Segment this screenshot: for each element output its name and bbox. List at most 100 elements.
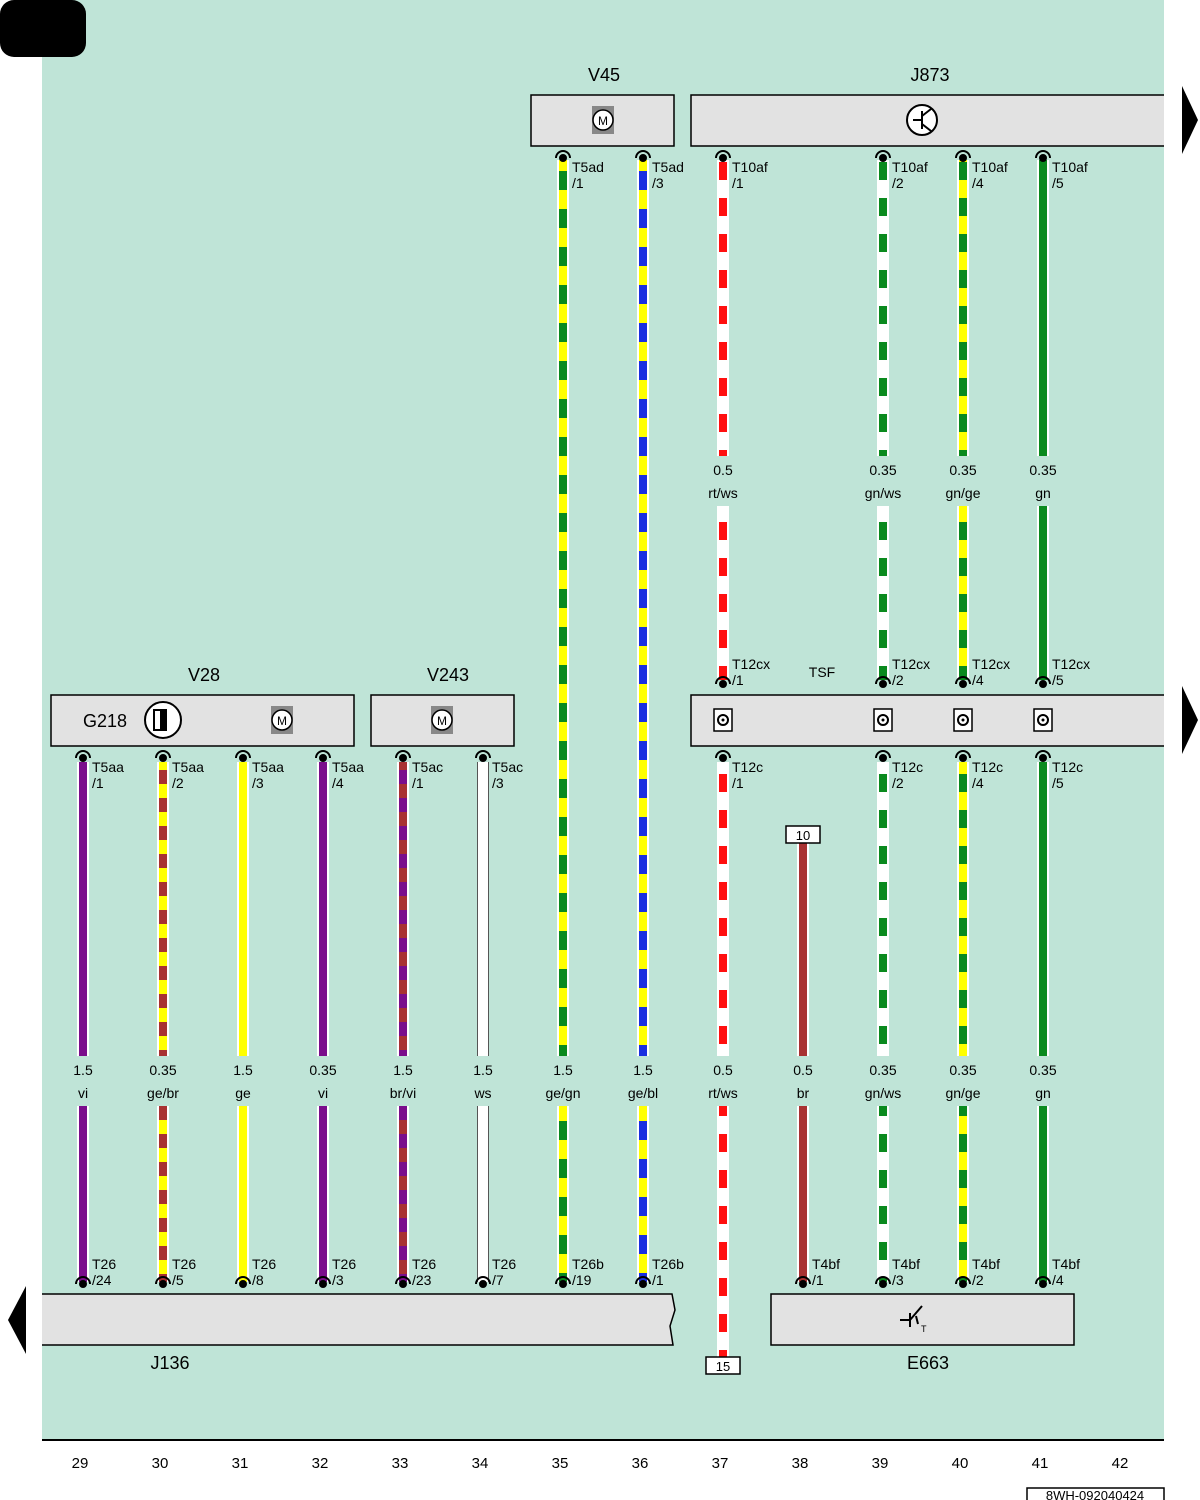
continuation-arrow-right-mid[interactable] <box>1182 686 1198 754</box>
e663-box[interactable] <box>770 1293 1075 1346</box>
column-number: 30 <box>152 1455 169 1472</box>
col35-bottom-pin: /19 <box>572 1272 592 1288</box>
col41-color2: gn <box>1035 1085 1051 1101</box>
continuation-arrow-left[interactable] <box>8 1286 26 1354</box>
v28-box[interactable] <box>50 694 355 747</box>
pin-mark-col39-midtop-dot <box>879 680 887 688</box>
column-number: 40 <box>952 1455 969 1472</box>
pin-mark-col38-bottom <box>795 1276 811 1285</box>
col36-color: ge/bl <box>628 1085 658 1101</box>
col32-bottom-connector: T26 <box>332 1256 356 1272</box>
pin-mark-col30-top-dot <box>159 754 167 762</box>
pin-mark-col41-bottom <box>1035 1276 1051 1285</box>
pin-mark-col41-midbottom <box>1035 750 1051 759</box>
wire-col33-upper-core <box>399 762 407 1056</box>
j873-label: J873 <box>910 65 949 85</box>
column-number: 29 <box>72 1455 89 1472</box>
col37-top-pin: /1 <box>732 175 744 191</box>
pin-mark-col30-bottom-dot <box>159 1280 167 1288</box>
motor-icon: M <box>592 106 614 134</box>
pin-mark-col41-top <box>1035 150 1051 159</box>
col34-bottom-connector: T26 <box>492 1256 516 1272</box>
col39-midbottom-connector: T12c <box>892 759 923 775</box>
col39-bottom-pin: /3 <box>892 1272 904 1288</box>
col35-top-pin: /1 <box>572 175 584 191</box>
col34-bottom-pin: /7 <box>492 1272 504 1288</box>
col37-midtop-connector: T12cx <box>732 656 770 672</box>
col40-midtop-pin: /4 <box>972 672 984 688</box>
column-number: 38 <box>792 1455 809 1472</box>
terminal-10-box[interactable] <box>785 825 821 844</box>
continuation-arrow-right-top[interactable] <box>1182 86 1198 154</box>
col37-midbottom-pin: /1 <box>732 775 744 791</box>
col38-bottom-connector: T4bf <box>812 1256 840 1272</box>
wire-col41-seg4-core <box>1039 1106 1047 1282</box>
pin-mark-col30-bottom <box>155 1276 171 1285</box>
col31-color: ge <box>235 1085 251 1101</box>
col30-size: 0.35 <box>149 1062 176 1078</box>
svg-text:M: M <box>437 714 447 728</box>
col32-top-pin: /4 <box>332 775 344 791</box>
col39-midtop-pin: /2 <box>892 672 904 688</box>
tsf-connector-box[interactable] <box>690 694 1164 747</box>
col37-size1: 0.5 <box>713 462 733 478</box>
col33-top-connector: T5ac <box>412 759 443 775</box>
pin-mark-col37-midtop-dot <box>719 680 727 688</box>
wire-col39-seg1-core <box>879 160 887 456</box>
wire-col40-seg2-core <box>959 506 967 680</box>
pin-mark-col41-midbottom-dot <box>1039 754 1047 762</box>
col31-top-pin: /3 <box>252 775 264 791</box>
col29-bottom-pin: /24 <box>92 1272 112 1288</box>
pin-mark-col39-top-dot <box>879 154 887 162</box>
pin-mark-col39-midtop <box>875 676 891 685</box>
pin-mark-col31-bottom <box>235 1276 251 1285</box>
col34-top-connector: T5ac <box>492 759 523 775</box>
col31-top-connector: T5aa <box>252 759 284 775</box>
col34-color: ws <box>473 1085 491 1101</box>
pin-mark-col29-top-dot <box>79 754 87 762</box>
col33-size: 1.5 <box>393 1062 413 1078</box>
pin-mark-col32-bottom-dot <box>319 1280 327 1288</box>
col41-top-pin: /5 <box>1052 175 1064 191</box>
col29-top-pin: /1 <box>92 775 104 791</box>
pin-mark-col40-top-dot <box>959 154 967 162</box>
temperature-switch-icon: T <box>900 1305 927 1334</box>
pin-mark-col29-bottom <box>75 1276 91 1285</box>
g218-label: G218 <box>83 711 127 731</box>
wire-col39-seg2-core <box>879 506 887 680</box>
wire-col29-lower-core <box>79 1106 87 1282</box>
col39-size1: 0.35 <box>869 462 896 478</box>
pin-mark-col35-top <box>555 150 571 159</box>
col30-bottom-connector: T26 <box>172 1256 196 1272</box>
position-sensor-icon <box>144 701 182 739</box>
col30-top-connector: T5aa <box>172 759 204 775</box>
col40-color2: gn/ge <box>945 1085 980 1101</box>
wire-col39-seg3-core <box>879 762 887 1056</box>
col41-midbottom-connector: T12c <box>1052 759 1083 775</box>
col33-top-pin: /1 <box>412 775 424 791</box>
col32-size: 0.35 <box>309 1062 336 1078</box>
col34-size: 1.5 <box>473 1062 493 1078</box>
svg-text:M: M <box>598 114 608 128</box>
col30-top-pin: /2 <box>172 775 184 791</box>
wire-col31-upper-core <box>239 762 247 1056</box>
col40-midbottom-pin: /4 <box>972 775 984 791</box>
pin-mark-col39-midbottom-dot <box>879 754 887 762</box>
j136-box[interactable] <box>42 1293 676 1346</box>
v243-label: V243 <box>427 665 469 685</box>
wire-col32-lower-core <box>319 1106 327 1282</box>
connector-icon <box>713 708 1053 732</box>
wire-col30-upper-core <box>159 762 167 1056</box>
pin-mark-col36-bottom-dot <box>639 1280 647 1288</box>
col30-color: ge/br <box>147 1085 179 1101</box>
pin-mark-col41-top-dot <box>1039 154 1047 162</box>
pin-mark-col40-midbottom <box>955 750 971 759</box>
pin-mark-col34-bottom <box>475 1276 491 1285</box>
pin-mark-col32-bottom <box>315 1276 331 1285</box>
svg-text:M: M <box>277 714 287 728</box>
pin-mark-col36-top <box>635 150 651 159</box>
col37-color1: rt/ws <box>708 485 738 501</box>
col41-bottom-connector: T4bf <box>1052 1256 1080 1272</box>
terminal-15-box[interactable] <box>705 1356 741 1375</box>
col39-size2: 0.35 <box>869 1062 896 1078</box>
